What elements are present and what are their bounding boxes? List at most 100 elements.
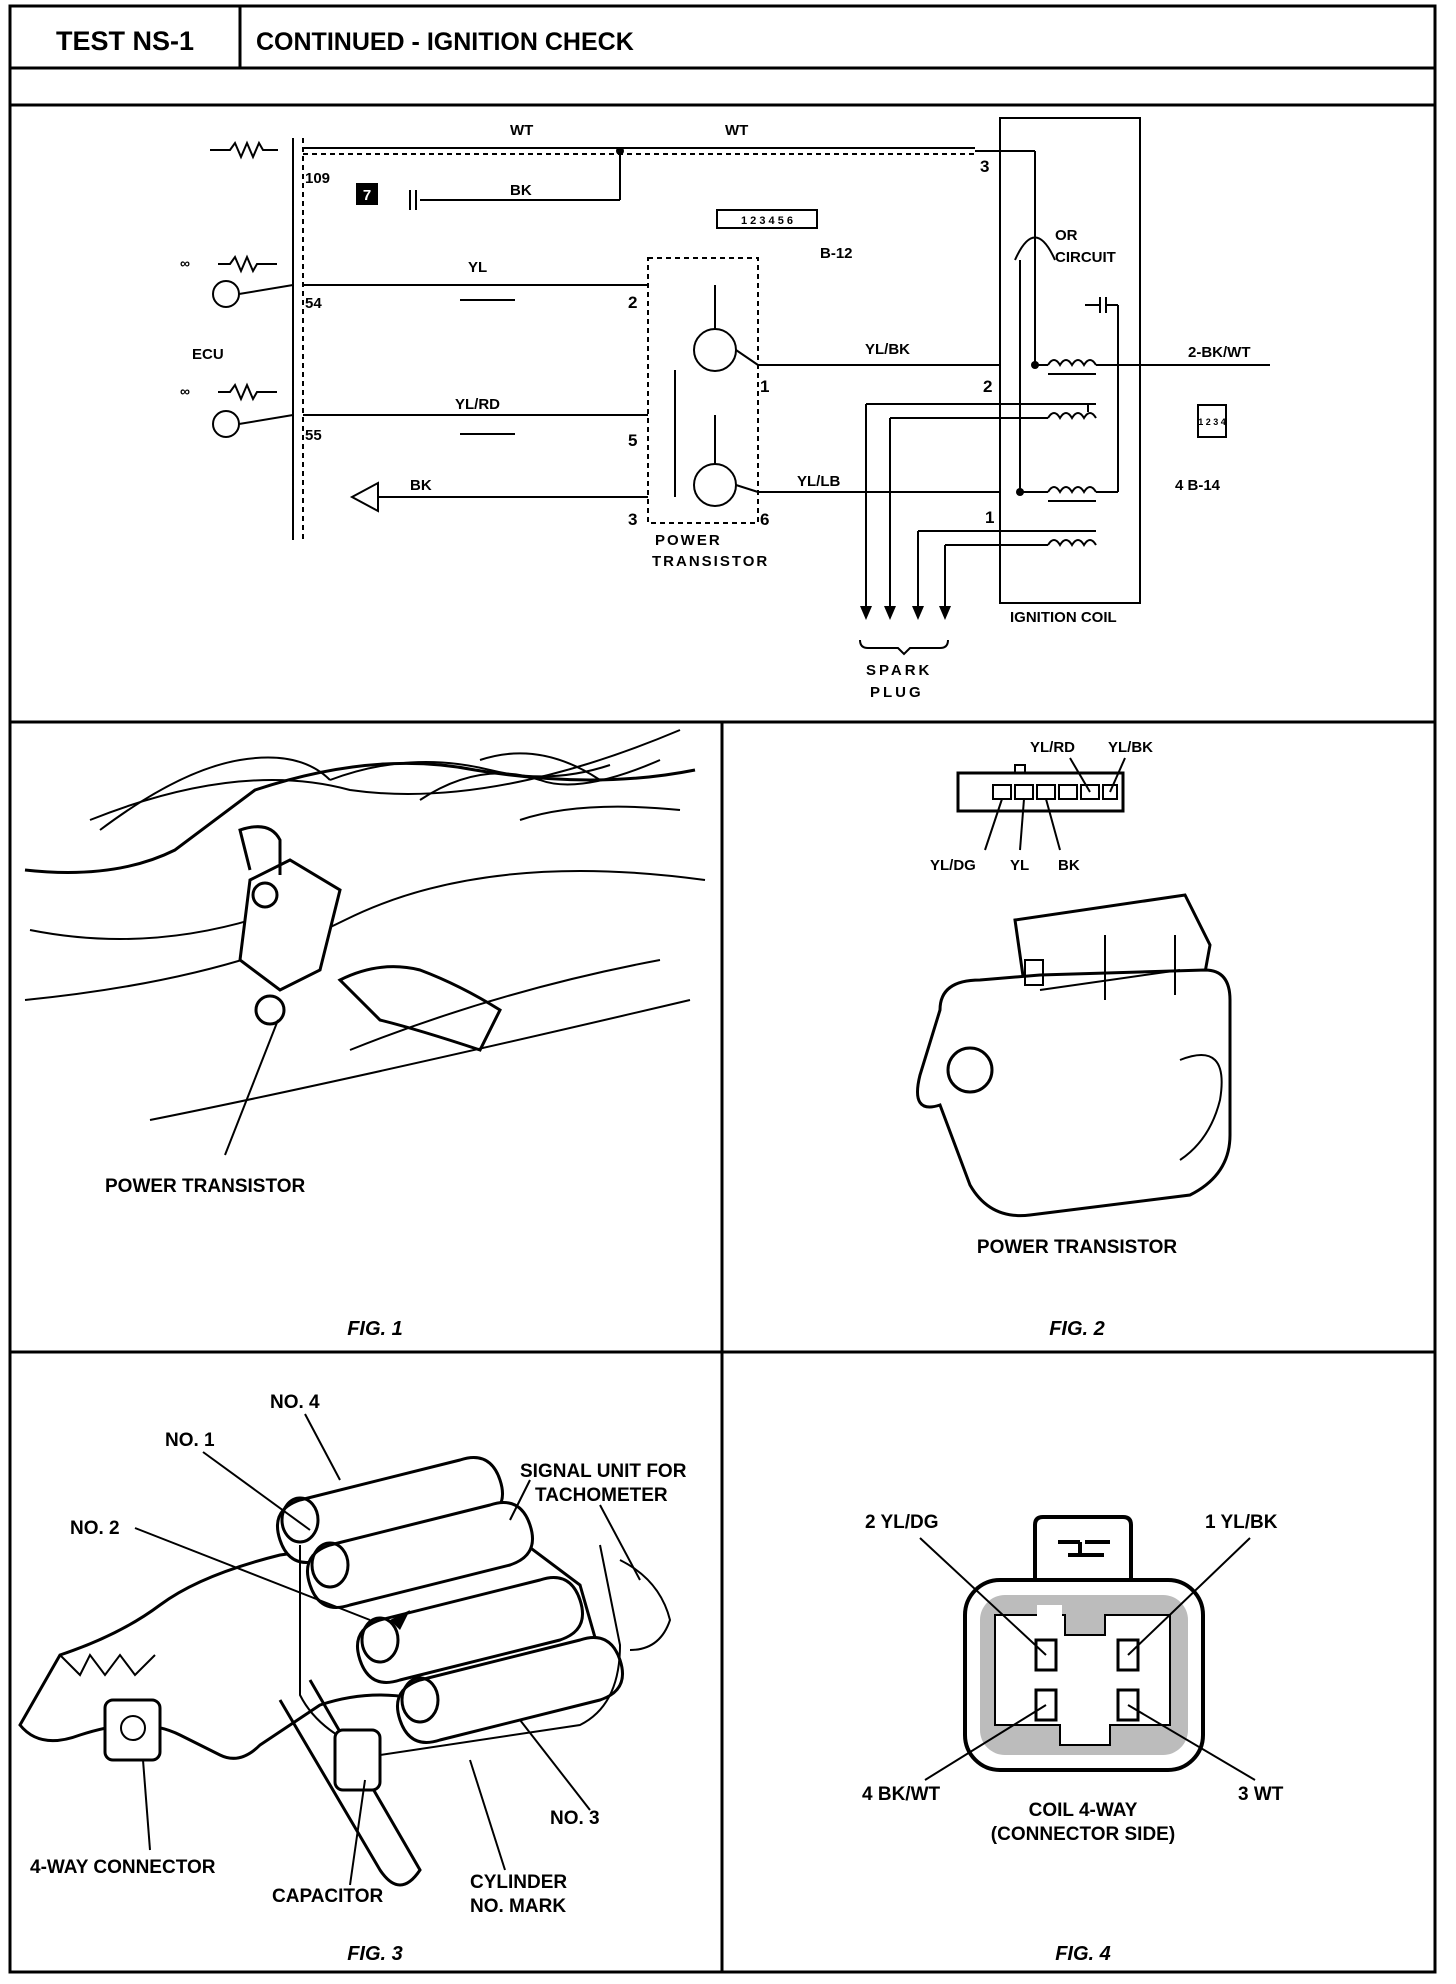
svg-text:∞: ∞ <box>180 255 190 271</box>
coil-connector-housing <box>963 1578 1205 1772</box>
pt-pin-6: 6 <box>760 510 769 529</box>
fig3-label-four-way: 4-WAY CONNECTOR <box>30 1857 216 1878</box>
figure-1: POWER TRANSISTOR FIG. 1 <box>24 729 706 1340</box>
wire-yl-lb: YL/LB <box>797 473 840 490</box>
pt-pin-5: 5 <box>628 431 637 450</box>
wire-bk-top: BK <box>510 182 532 199</box>
fig2-label-yl-bk: YL/BK <box>1108 739 1153 756</box>
coil-winding-icon <box>1047 539 1097 547</box>
fig3-label-no2: NO. 2 <box>70 1518 120 1539</box>
fig4-label-pin3: 3 WT <box>1238 1784 1284 1805</box>
page-frame <box>8 4 1437 1974</box>
fig3-label-no3: NO. 3 <box>550 1808 600 1829</box>
page-header: TEST NS-1 CONTINUED - IGNITION CHECK <box>8 4 1435 70</box>
fig1-caption: FIG. 1 <box>347 1318 403 1340</box>
figure-3: NO. 4 NO. 1 NO. 2 SIGNAL UNIT FOR TACHOM… <box>18 1392 687 1965</box>
figure-4: 2 YL/DG 1 YL/BK 4 BK/WT 3 WT COIL 4-WAY … <box>862 1512 1284 1965</box>
arrow-icon <box>860 606 872 620</box>
transistor-icon <box>693 328 737 372</box>
power-transistor-label-1: POWER <box>655 532 722 549</box>
four-way-connector-part <box>103 1698 162 1762</box>
fig2-label-yl-rd: YL/RD <box>1030 739 1075 756</box>
pt-pin-3: 3 <box>628 510 637 529</box>
fig4-title-2: (CONNECTOR SIDE) <box>991 1824 1175 1845</box>
pt-pin-1: 1 <box>760 377 769 396</box>
coil-cylinder-no2 <box>356 1576 584 1684</box>
or-circuit-label-1: OR <box>1055 227 1078 244</box>
ecu-label: ECU <box>192 346 224 363</box>
transistor-connector-face <box>956 771 1125 813</box>
ignition-coil-box <box>999 117 1141 604</box>
test-id: TEST NS-1 <box>56 26 194 56</box>
arrow-icon <box>939 606 951 620</box>
coil-cylinder-no1 <box>306 1501 534 1609</box>
fig3-label-no1: NO. 1 <box>165 1430 215 1451</box>
power-transistor-part <box>238 858 342 992</box>
spark-plug-label-2: PLUG <box>870 684 924 701</box>
step-badge-number: 7 <box>363 187 371 204</box>
coil-winding-icon <box>1047 359 1097 367</box>
leader-line <box>224 1019 279 1156</box>
fig2-label-yl: YL <box>1010 857 1029 874</box>
fig2-power-transistor-label: POWER TRANSISTOR <box>977 1237 1177 1258</box>
power-transistor-box <box>647 257 759 524</box>
svg-text:∞: ∞ <box>180 383 190 399</box>
ecu-transistor-icon <box>212 280 240 308</box>
coil-winding-icon <box>1047 412 1097 420</box>
spark-plug-label-1: SPARK <box>866 662 932 679</box>
connector-b12-label: B-12 <box>820 245 853 262</box>
connector-latch-tab <box>1033 1515 1133 1580</box>
resistor-icon <box>218 254 277 274</box>
page-title: CONTINUED - IGNITION CHECK <box>256 28 634 56</box>
bracket-leg <box>278 1679 422 1887</box>
pin-109: 109 <box>305 170 330 187</box>
fig3-label-signal-2: TACHOMETER <box>535 1485 668 1506</box>
transistor-module-body <box>916 968 1232 1218</box>
fig3-label-signal-1: SIGNAL UNIT FOR <box>520 1461 687 1482</box>
ecu-transistor-icon <box>212 410 240 438</box>
wire-wt-left: WT <box>510 122 533 139</box>
coil-connector-label: 4 B-14 <box>1175 477 1221 494</box>
fig3-label-cylinder-1: CYLINDER <box>470 1872 567 1893</box>
fig3-label-no4: NO. 4 <box>270 1392 320 1413</box>
arrow-icon <box>884 606 896 620</box>
fig3-caption: FIG. 3 <box>347 1943 403 1965</box>
wire-wt-right: WT <box>725 122 748 139</box>
power-transistor-label-2: TRANSISTOR <box>652 553 769 570</box>
mounting-hole <box>946 1046 994 1094</box>
pin-55: 55 <box>305 427 322 444</box>
fig4-label-pin4: 4 BK/WT <box>862 1784 941 1805</box>
coil-pin-2: 2 <box>983 377 992 396</box>
wire-yl-bk: YL/BK <box>865 341 910 358</box>
fig3-label-capacitor: CAPACITOR <box>272 1886 383 1907</box>
or-circuit-label-2: CIRCUIT <box>1055 249 1116 266</box>
wiring-schematic: ∞ ∞ ECU WT WT 109 BK 7 3 1 2 3 4 5 6 B-1… <box>180 117 1270 701</box>
pin-54: 54 <box>305 295 322 312</box>
capacitor-part <box>333 1728 382 1792</box>
fig2-label-bk: BK <box>1058 857 1080 874</box>
fig2-label-yl-dg: YL/DG <box>930 857 976 874</box>
coil-connector-icon <box>1197 404 1227 438</box>
fig4-title-1: COIL 4-WAY <box>1029 1800 1138 1821</box>
connector-b12-pins: 1 2 3 4 5 6 <box>741 215 793 227</box>
engine-outline <box>24 761 696 874</box>
wire-bk-ground: BK <box>410 477 432 494</box>
pt-pin-2: 2 <box>628 293 637 312</box>
figure-2: YL/RD YL/BK YL/DG YL BK POWER TRANSISTOR… <box>916 739 1232 1340</box>
ignition-coil-label: IGNITION COIL <box>1010 609 1117 626</box>
connector-part <box>337 965 502 1052</box>
fig3-label-cylinder-2: NO. MARK <box>470 1896 566 1917</box>
fig2-caption: FIG. 2 <box>1049 1318 1105 1340</box>
arrow-icon <box>912 606 924 620</box>
or-gate-icon <box>1014 236 1056 261</box>
wire-yl: YL <box>468 259 487 276</box>
fig4-caption: FIG. 4 <box>1055 1943 1111 1965</box>
coil-pin-1: 1 <box>985 508 994 527</box>
fig4-label-pin2: 2 YL/DG <box>865 1512 939 1533</box>
coil-connector-pins: 1 2 3 4 <box>1198 417 1226 427</box>
resistor-icon <box>210 140 278 160</box>
wire-2-bk-wt: 2-BK/WT <box>1188 344 1251 361</box>
ground-icon <box>349 481 379 513</box>
signal-unit-part <box>619 1559 672 1651</box>
